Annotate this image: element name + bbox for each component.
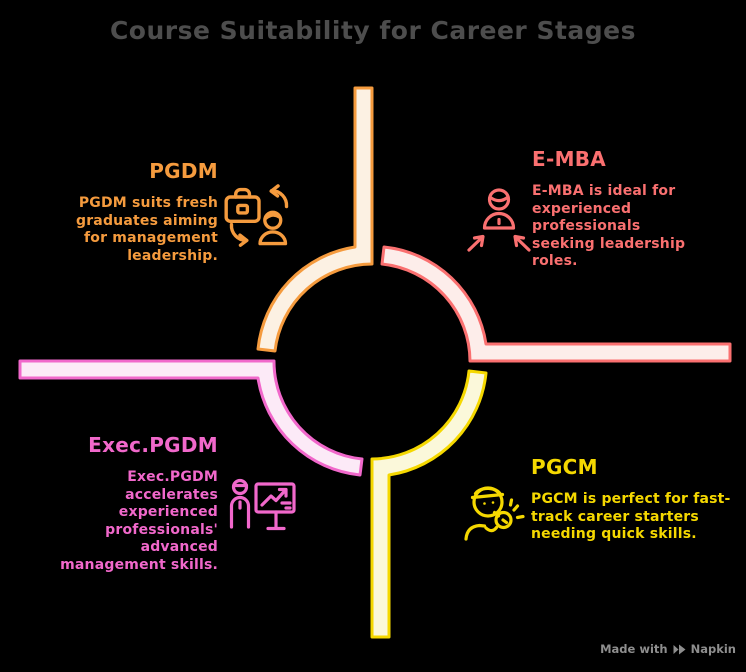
pgcm-arc-segment xyxy=(370,369,488,639)
emba-heading: E-MBA xyxy=(532,147,607,171)
exec-pgdm-heading: Exec.PGDM xyxy=(88,433,218,457)
person-focus-arrows-icon xyxy=(466,185,532,255)
exec-pgdm-arc-segment xyxy=(18,359,364,477)
pgdm-section: PGDM PGDM suits fresh graduates aiming f… xyxy=(76,160,218,265)
pgdm-arc-segment xyxy=(256,86,374,353)
presenter-growth-chart-icon xyxy=(227,477,297,547)
pgcm-description: PGCM is perfect for fast- track career s… xyxy=(531,491,731,542)
exec-pgdm-section: Exec.PGDM Exec.PGDM accelerates experien… xyxy=(60,434,218,574)
briefcase-person-cycle-icon xyxy=(223,179,295,251)
emba-section: E-MBA E-MBA is ideal for experienced pro… xyxy=(532,148,685,271)
pgcm-section: PGCM PGCM is perfect for fast- track car… xyxy=(531,456,731,544)
emba-description: E-MBA is ideal for experienced professio… xyxy=(532,183,686,269)
pgdm-description: PGDM suits fresh graduates aiming for ma… xyxy=(75,195,218,264)
pgcm-heading: PGCM xyxy=(531,455,598,479)
exec-pgdm-description: Exec.PGDM accelerates experienced profes… xyxy=(60,469,218,573)
diagram-title: Course Suitability for Career Stages xyxy=(109,16,637,45)
pgdm-heading: PGDM xyxy=(149,159,218,183)
napkin-watermark: Made with Napkin xyxy=(600,642,736,656)
emba-arc-segment xyxy=(380,245,732,363)
coach-whistle-icon xyxy=(461,475,533,549)
made-with-label: Made with xyxy=(600,642,668,656)
napkin-logo-icon xyxy=(673,644,686,654)
napkin-brand-label: Napkin xyxy=(690,642,736,656)
